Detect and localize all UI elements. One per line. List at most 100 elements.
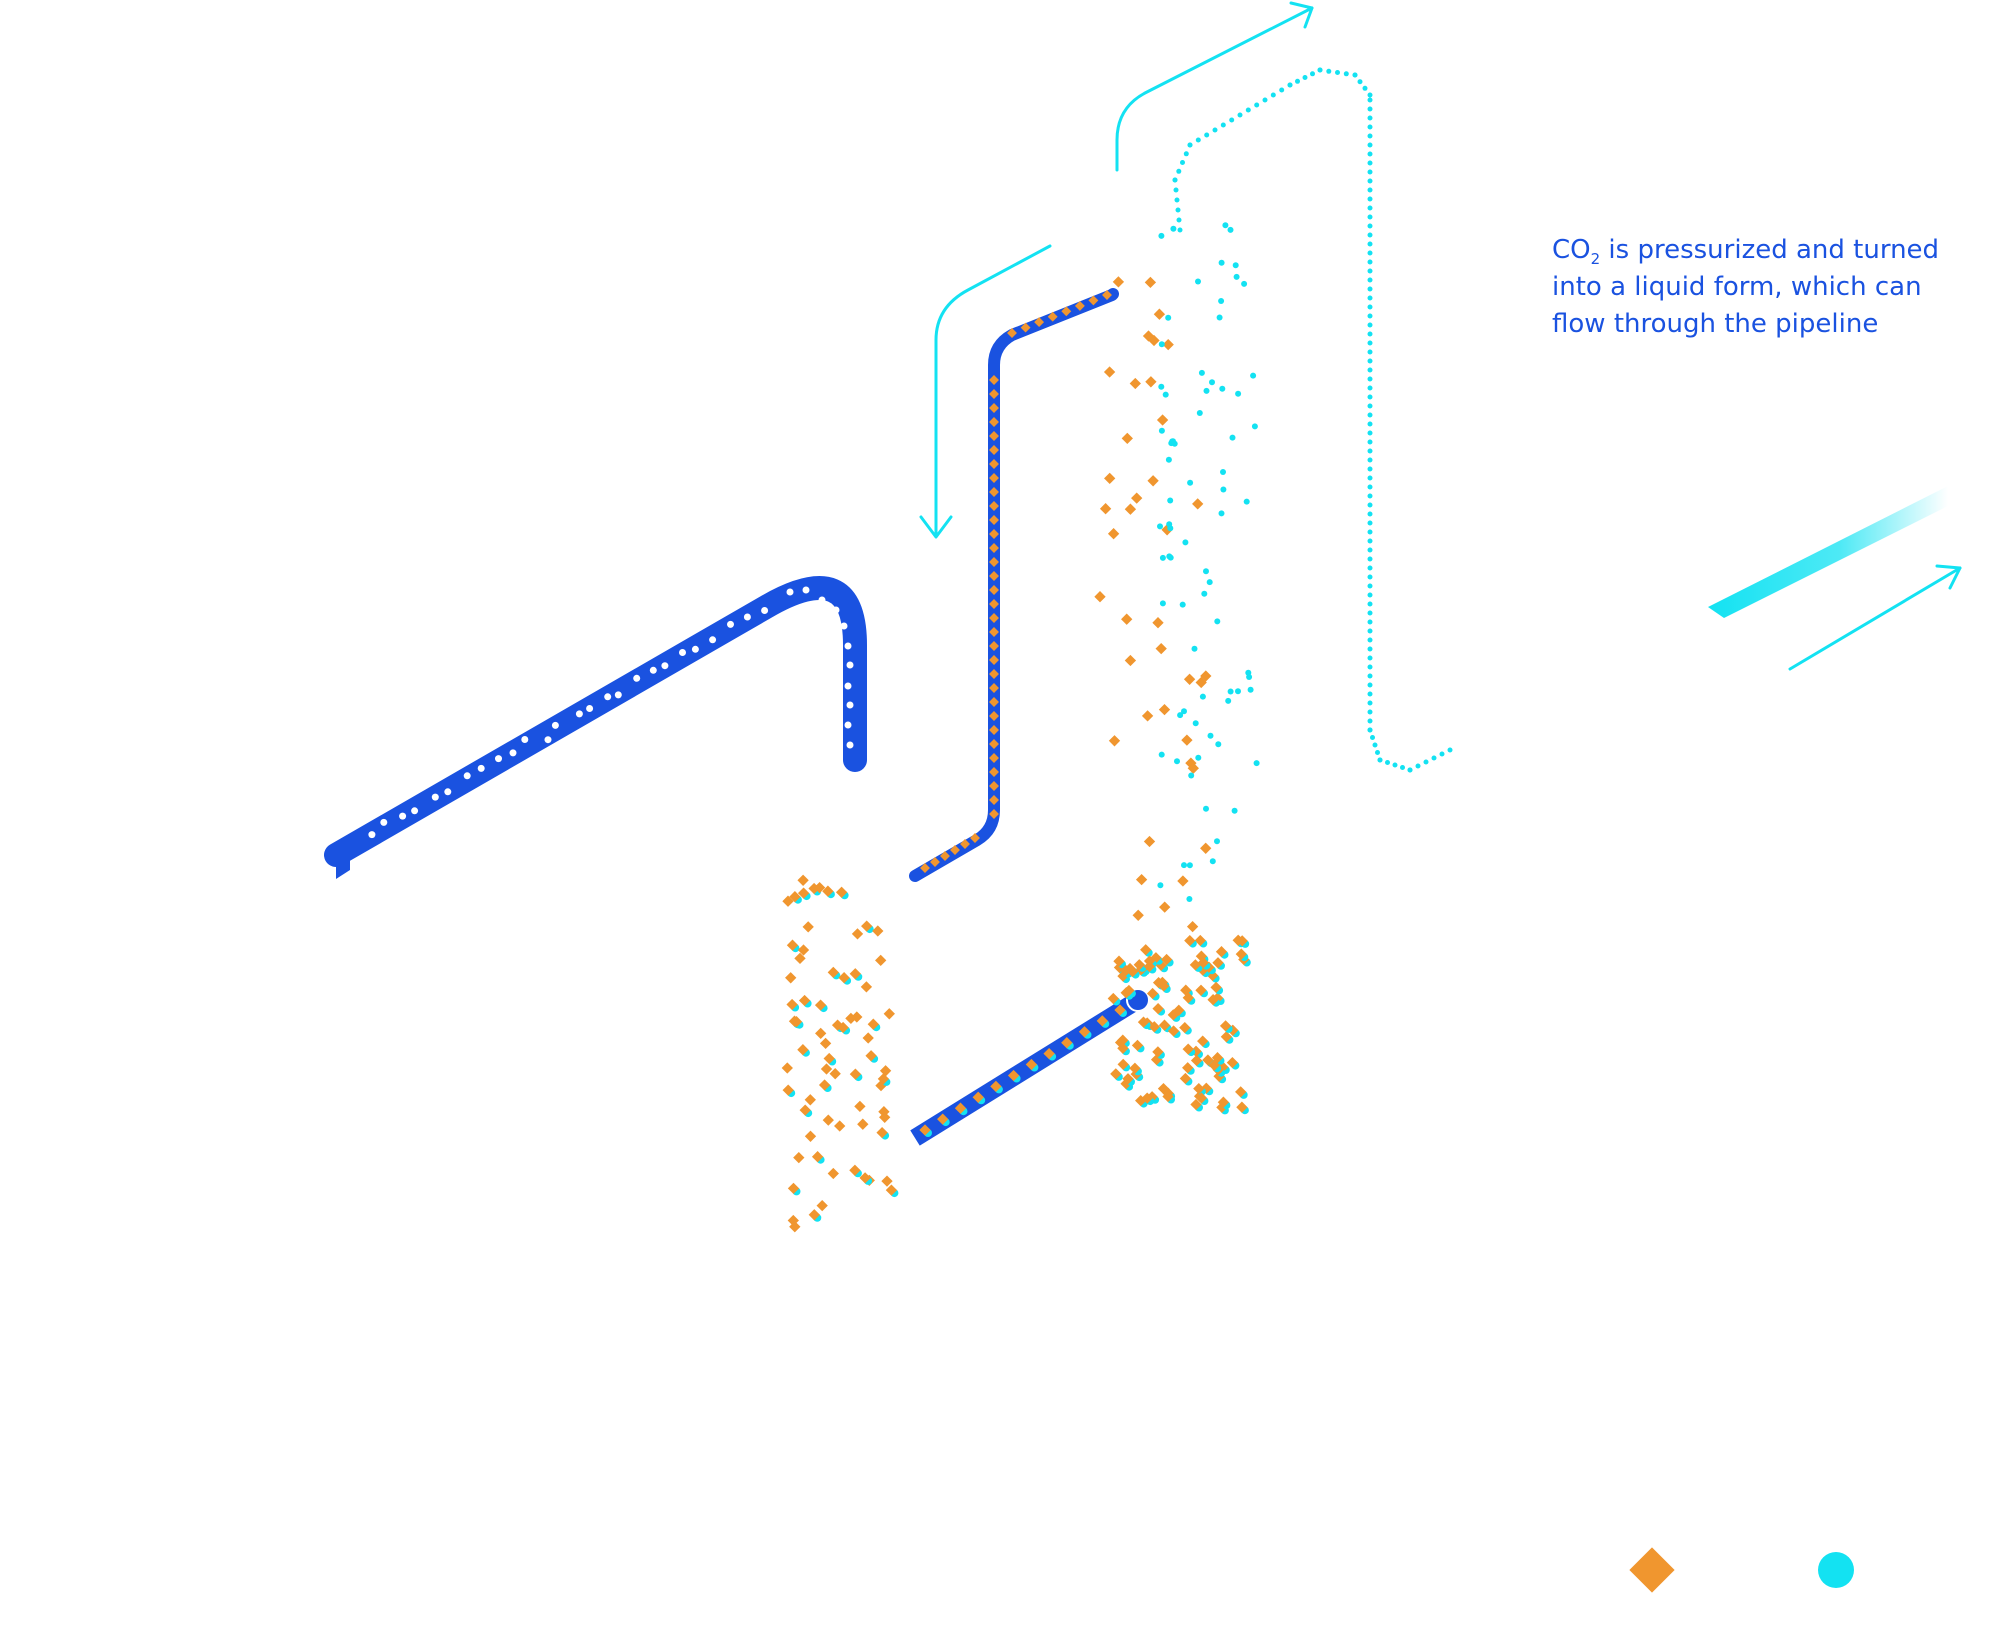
white-particle: [521, 736, 529, 743]
cyan-particle: [1188, 772, 1195, 779]
cyan-particle: [1186, 862, 1193, 869]
orange-particle: [989, 501, 999, 511]
cyan-particle: [1251, 423, 1258, 430]
cyan-particle: [1203, 568, 1209, 575]
cyan-particle: [1182, 539, 1189, 546]
output-beam: [1708, 486, 1948, 618]
cyan-loop-dot: [1367, 439, 1373, 445]
cyan-particle: [1157, 882, 1164, 889]
cyan-loop-dot: [1367, 97, 1373, 103]
co2-subscript: 2: [1590, 250, 1601, 268]
orange-particle: [1184, 934, 1196, 947]
cyan-loop-dot: [1375, 750, 1380, 755]
orange-particle: [1088, 295, 1099, 306]
orange-particle: [1158, 980, 1170, 992]
orange-particle: [1236, 1101, 1248, 1113]
orange-particle: [989, 417, 999, 427]
white-particle: [551, 721, 559, 729]
orange-particle: [835, 886, 848, 898]
orange-particle: [1096, 1015, 1108, 1027]
cyan-loop-dot: [1367, 304, 1373, 310]
cyan-loop-dot: [1367, 529, 1373, 535]
orange-particle: [827, 966, 839, 979]
orange-particle: [1235, 1086, 1247, 1098]
cyan-particle: [1214, 618, 1221, 625]
cyan-particle: [1235, 688, 1241, 695]
orange-particle: [989, 795, 999, 805]
orange-particle: [1190, 1054, 1203, 1067]
orange-particle: [1144, 276, 1157, 289]
legend: [1629, 1547, 1854, 1593]
white-particle: [679, 649, 686, 656]
cyan-loop-dot: [1367, 340, 1373, 346]
cyan-loop-dot: [1367, 646, 1373, 652]
white-particle: [761, 607, 769, 614]
white-particle: [832, 606, 840, 614]
cyan-loop-dot: [1237, 112, 1243, 118]
orange-particle: [989, 599, 999, 609]
orange-particle: [813, 881, 826, 894]
cyan-particle: [1207, 732, 1214, 739]
cyan-loop-dot: [1367, 457, 1373, 463]
orange-particle: [1160, 953, 1173, 966]
orange-diamond-icon: [1629, 1547, 1675, 1593]
cyan-loop-dot: [1367, 502, 1373, 508]
orange-particle: [787, 1182, 800, 1195]
orange-particle: [989, 571, 999, 581]
cyan-loop-dot: [1367, 421, 1373, 427]
orange-particle: [787, 1214, 799, 1227]
cyan-particle: [1181, 862, 1187, 869]
white-particle: [477, 764, 485, 772]
orange-particle: [1190, 1098, 1202, 1111]
white-particle: [846, 701, 854, 709]
white-particle: [844, 642, 852, 650]
cyan-loop-dot: [1367, 232, 1373, 238]
cyan-loop-dot: [1447, 747, 1453, 753]
orange-particle: [1200, 842, 1212, 854]
white-particle: [840, 622, 848, 630]
orange-particle: [1186, 920, 1199, 933]
cyan-particle: [1209, 379, 1215, 386]
white-particle: [743, 613, 751, 621]
orange-particle: [811, 1151, 824, 1163]
orange-particle: [822, 885, 834, 897]
orange-particle: [793, 1151, 805, 1164]
cyan-loop-dot: [1367, 727, 1373, 733]
orange-particle: [989, 627, 999, 637]
orange-particle: [851, 928, 864, 940]
cyan-loop-dot: [1367, 124, 1373, 130]
orange-particle: [849, 968, 861, 980]
cyan-particle: [1250, 372, 1257, 379]
cyan-particle: [1203, 387, 1210, 394]
orange-particle: [989, 431, 999, 441]
orange-particle: [1212, 957, 1224, 969]
lower-pipe-particles: [919, 1004, 1127, 1137]
cyan-particle: [1166, 553, 1173, 560]
orange-particle: [797, 944, 810, 956]
cyan-loop-dot: [1367, 637, 1373, 643]
orange-particle: [1122, 1073, 1134, 1085]
orange-particle: [1159, 901, 1171, 913]
orange-particle: [1121, 613, 1133, 625]
orange-particle: [849, 1068, 862, 1080]
cyan-loop-dot: [1367, 484, 1373, 490]
cyan-particle: [1218, 298, 1225, 304]
cyan-loop-dot: [1367, 367, 1373, 373]
orange-particle: [786, 939, 799, 951]
cyan-loop-dot: [1367, 259, 1373, 265]
cyan-loop-dot: [1367, 691, 1373, 697]
orange-particle: [1173, 1004, 1185, 1016]
orange-particle: [798, 994, 811, 1007]
orange-particle: [827, 1167, 839, 1180]
orange-particle: [838, 972, 850, 984]
orange-particle: [1152, 617, 1164, 629]
orange-particle: [1236, 935, 1248, 947]
orange-particle: [989, 445, 999, 455]
cyan-loop-dot: [1367, 493, 1373, 499]
orange-particle: [989, 697, 999, 707]
cyan-loop-dot: [1367, 349, 1373, 355]
orange-particle: [804, 1094, 816, 1106]
orange-particle: [1197, 1035, 1209, 1047]
orange-particle: [940, 851, 950, 861]
